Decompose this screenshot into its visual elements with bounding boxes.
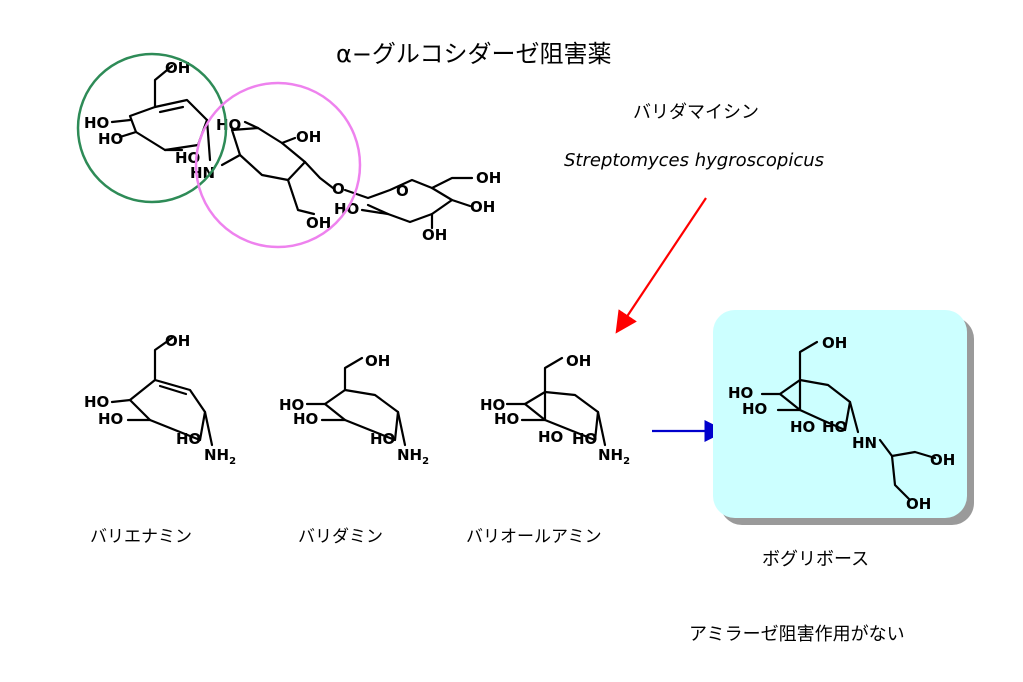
validamine-structure: OH HO HO HO NH2 — [279, 352, 429, 467]
atom-oh: OH — [165, 59, 190, 77]
atom-ho: HO — [293, 410, 318, 428]
atom-ho: HO — [538, 428, 563, 446]
validamycin-label: バリダマイシン — [633, 102, 759, 123]
atom-ho: HO — [494, 410, 519, 428]
atom-nh: NH2 — [204, 446, 236, 467]
organism-label: Streptomyces hygroscopicus — [564, 150, 825, 171]
valiolamine-structure: OH HO HO HO HO NH2 — [480, 352, 630, 467]
atom-oh: OH — [365, 352, 390, 370]
atom-ho: HO — [572, 430, 597, 448]
validamine-highlight-circle — [194, 81, 362, 249]
atom-oh: OH — [422, 226, 447, 244]
atom-ho: HO — [790, 418, 815, 436]
voglibose-structure: OH HO HO HO HO HN OH OH — [728, 334, 955, 513]
valienamine-label: バリエナミン — [90, 527, 192, 547]
voglibose-label: ボグリボース — [762, 549, 870, 570]
page-title: α−グルコシダーゼ阻害薬 — [336, 40, 612, 68]
atom-ho: HO — [822, 418, 847, 436]
red-arrow — [615, 197, 707, 334]
atom-oh: OH — [306, 214, 331, 232]
atom-ho: HO — [84, 114, 109, 132]
atom-nh: NH2 — [397, 446, 429, 467]
voglibose-box — [713, 310, 967, 518]
atom-ho: HO — [98, 130, 123, 148]
atom-ho: HO — [370, 430, 395, 448]
atom-oh: OH — [930, 451, 955, 469]
atom-o: O — [396, 182, 409, 200]
atom-nh: NH2 — [598, 446, 630, 467]
atom-oh: OH — [296, 128, 321, 146]
valienamine-structure: OH HO HO HO NH2 — [84, 332, 236, 467]
atom-ho: HO — [480, 396, 505, 414]
validamycin-structure: OH HO HO HO HN HO OH O O OH OH OH HO OH — [76, 52, 501, 249]
valienamine-highlight-circle — [76, 52, 228, 204]
atom-ho: HO — [728, 384, 753, 402]
atom-ho: HO — [84, 393, 109, 411]
atom-oh: OH — [822, 334, 847, 352]
amylase-note: アミラーゼ阻害作用がない — [689, 624, 905, 645]
atom-ho: HO — [98, 410, 123, 428]
atom-ho: HO — [216, 116, 241, 134]
atom-ho: HO — [176, 430, 201, 448]
atom-oh: OH — [470, 198, 495, 216]
atom-oh: OH — [476, 169, 501, 187]
validamine-label: バリダミン — [298, 527, 383, 547]
atom-hn: HN — [852, 434, 877, 452]
atom-oh: OH — [906, 495, 931, 513]
atom-oh: OH — [165, 332, 190, 350]
atom-ho: HO — [175, 149, 200, 167]
atom-oh: OH — [566, 352, 591, 370]
atom-o: O — [332, 180, 345, 198]
valiolamine-label: バリオールアミン — [466, 527, 602, 547]
atom-ho: HO — [742, 400, 767, 418]
atom-ho: HO — [279, 396, 304, 414]
